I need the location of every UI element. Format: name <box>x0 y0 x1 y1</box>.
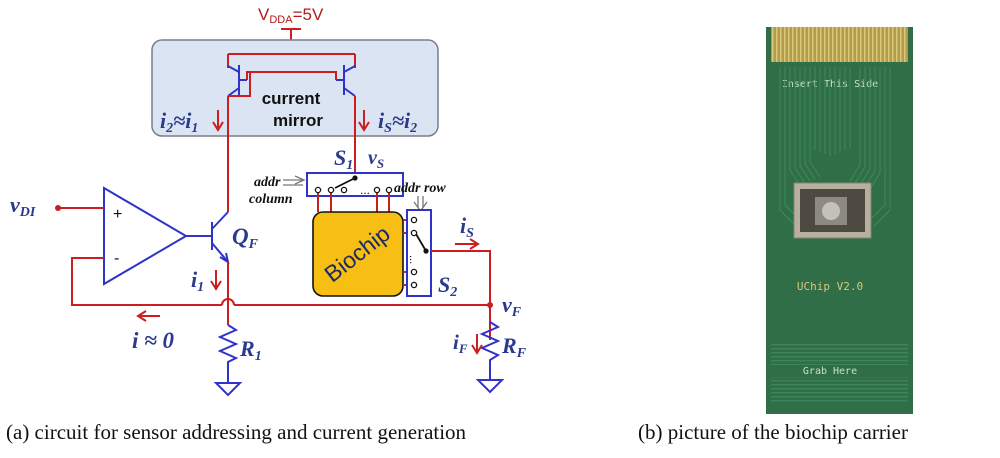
i2-arrow <box>212 110 224 132</box>
vf-node <box>487 302 493 308</box>
if-label: iF <box>453 330 468 356</box>
rf-label: RF <box>501 333 527 361</box>
qf-label: QF <box>232 224 259 252</box>
current-mirror: current mirror <box>227 53 356 130</box>
current-mirror-box <box>151 39 439 137</box>
current-mirror-line2: mirror <box>273 111 323 130</box>
ground-r1 <box>213 382 243 397</box>
supply-label: VDDA=5V <box>258 5 324 26</box>
vdi-label: vDI <box>10 192 36 220</box>
addr-column-label-2: column <box>249 192 293 207</box>
i2-approx-i1-label: i2≈i1 <box>160 108 198 136</box>
resistor-rf <box>479 321 501 380</box>
switch-s1-contacts: ... <box>314 175 393 197</box>
is-output-label: iS <box>460 213 474 241</box>
svg-text:+: + <box>113 206 122 223</box>
caption-circuit: (a) circuit for sensor addressing and cu… <box>6 420 467 444</box>
opamp: + - <box>103 186 188 286</box>
addr-row-arrow <box>413 196 428 213</box>
r1-label: R1 <box>239 336 262 364</box>
s1-label: S1 <box>334 145 353 173</box>
is-approx-i2-label: iS≈i2 <box>378 108 417 136</box>
pcb-model-text: UChip V2.0 <box>797 280 863 293</box>
svg-text:-: - <box>114 250 119 267</box>
s2-label: S2 <box>438 272 457 300</box>
biochip <box>312 211 404 297</box>
svg-text:...: ... <box>407 255 419 264</box>
feedback-wire <box>71 257 222 306</box>
vf-label: vF <box>502 292 522 320</box>
is-arrow <box>358 110 370 132</box>
supply-node: VDDA=5V <box>258 5 324 54</box>
svg-text:...: ... <box>360 183 370 197</box>
ground-rf <box>475 379 505 394</box>
transistor-qf <box>211 211 230 265</box>
current-mirror-line1: current <box>262 89 321 108</box>
vs-label: vS <box>368 147 384 171</box>
wire-s2-to-rf <box>431 250 491 340</box>
i-approx-zero-label: i ≈ 0 <box>132 328 175 353</box>
gold-edge-contacts <box>771 27 908 67</box>
pcb-grab-text: Grab Here <box>803 366 857 377</box>
addr-column-label-1: addr <box>254 175 281 190</box>
caption-biochip-carrier: (b) picture of the biochip carrier <box>638 420 908 444</box>
addr-row-label: addr row <box>394 181 446 196</box>
resistor-r1 <box>217 324 239 383</box>
biochip-carrier-photo: Insert This Side UChip V2.0 Grab Here <box>766 27 913 414</box>
switch-s2-contacts: ... <box>407 216 429 289</box>
i1-label: i1 <box>191 267 204 295</box>
